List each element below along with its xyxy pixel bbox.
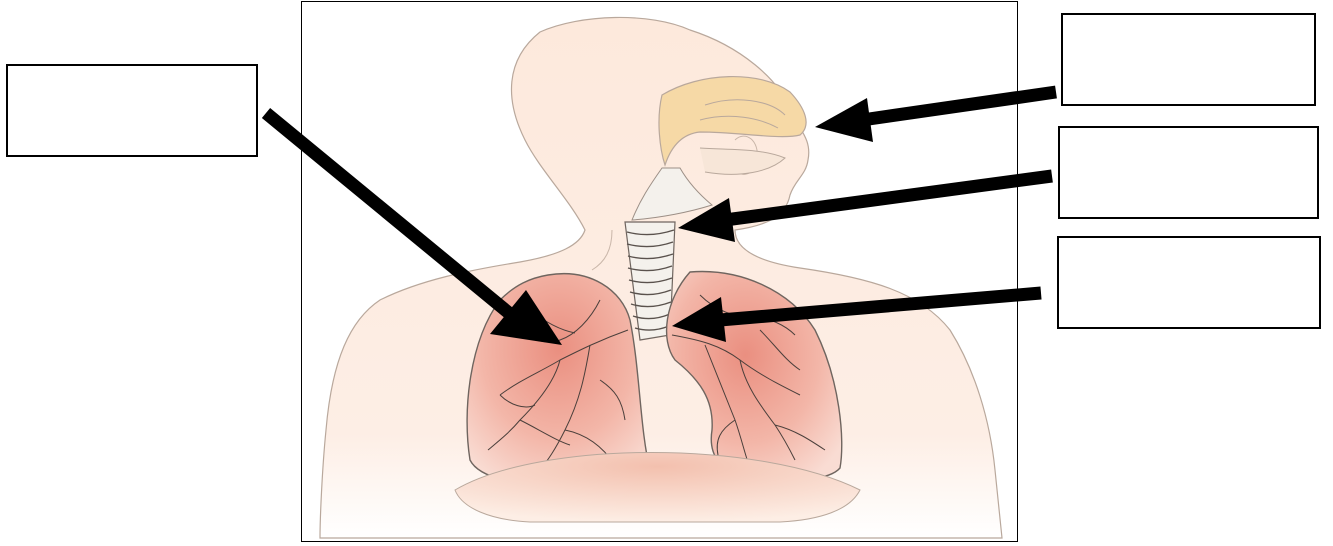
arrowhead-nose	[815, 98, 873, 142]
label-box-right-2[interactable]	[1058, 126, 1319, 219]
arrow-nose	[862, 92, 1056, 120]
label-box-left[interactable]	[6, 64, 258, 157]
label-box-right-3[interactable]	[1057, 236, 1321, 329]
arrow-left-lung	[266, 113, 515, 318]
label-box-right-1[interactable]	[1061, 13, 1316, 106]
